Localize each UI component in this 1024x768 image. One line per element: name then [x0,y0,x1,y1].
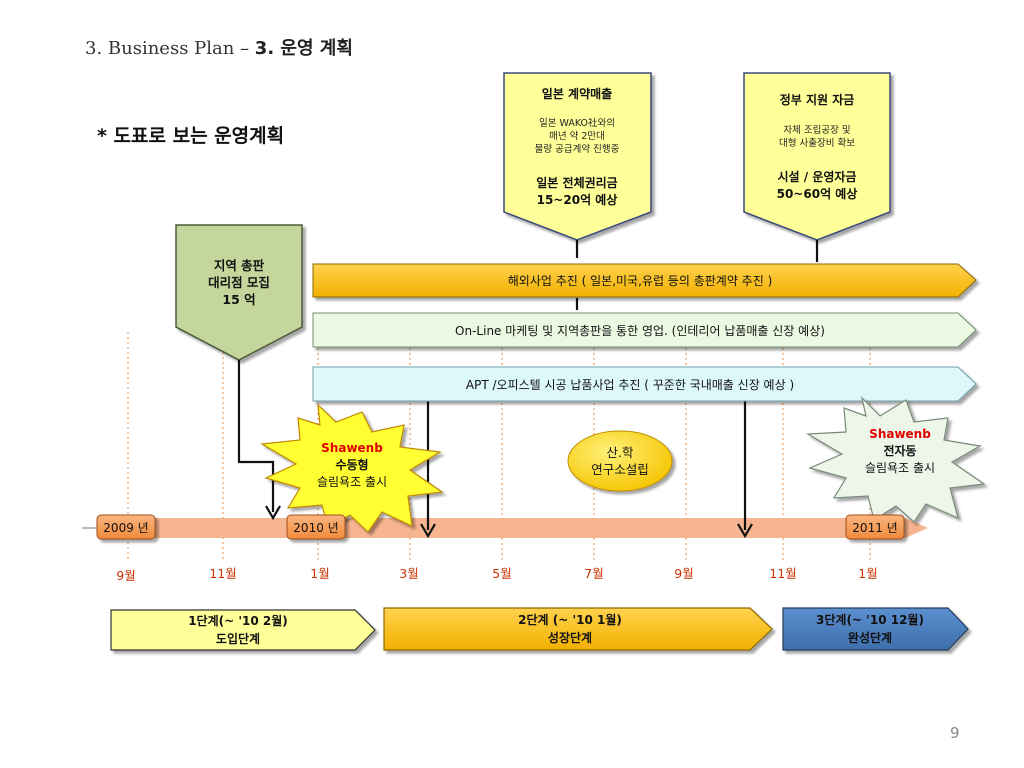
page-title-section: 3. 운영 계획 [254,38,353,59]
burst-manual-line: 수동형 [335,457,368,472]
month-label: 9월 [674,566,693,581]
callout-japan-body: 일본 WAKO社와의 [539,117,615,129]
callout-japan-body: 매년 약 2만대 [549,130,605,142]
month-label: 9월 [116,568,135,583]
callout-local-line: 대리점 모집 [208,275,270,290]
arrow-online [312,312,977,348]
callout-gov-fund [743,72,891,241]
arrowhead-icon [737,523,753,539]
callout-gov-footer: 50~60억 예상 [777,186,858,201]
arrow-overseas-label: 해외사업 추진 ( 일본,미국,유럽 등의 총판계약 추진 ) [508,273,773,288]
lab-line: 산.학 [607,445,634,460]
arrowhead-icon [265,505,281,521]
month-label: 3월 [399,566,418,581]
connector-arrows [237,240,819,530]
arrow-apt [312,366,977,402]
arrow-apt-label: APT /오피스텔 시공 납품사업 추진 ( 꾸준한 국내매출 신장 예상 ) [466,378,794,392]
burst-electric-line: 슬림욕조 출시 [865,461,935,475]
callout-japan-title: 일본 계약매출 [542,86,612,101]
year-label: 2010 년 [293,521,338,535]
year-box-2010 [286,514,346,540]
burst-manual-brand: Shawenb [321,441,383,455]
page-number: 9 [950,724,960,742]
callout-japan-body: 물량 공급계약 진행중 [535,143,620,155]
lab-establishment [567,430,673,492]
month-label: 5월 [492,566,511,581]
stage-1-name: 도입단계 [216,631,260,646]
arrowhead-icon [420,523,436,539]
callout-gov-title: 정부 지원 자금 [780,92,855,107]
page-title: 3. Business Plan – 3. 운영 계획 [85,34,353,60]
arrow-online-label: On-Line 마케팅 및 지역총판을 통한 영업. (인테리어 납품매출 신장… [455,324,825,338]
timeline-bar [82,518,928,538]
year-box-2011 [845,514,905,540]
month-label: 7월 [584,566,603,581]
burst-electric-brand: Shawenb [869,427,931,441]
callout-local-line: 15 억 [222,292,255,307]
burst-electric-launch [805,396,986,523]
stage-3-arrow [782,607,969,651]
stage-1-label: 1단계(~ '10 2월) [188,613,288,628]
stage-2-arrow [383,607,773,651]
burst-manual-line: 슬림욕조 출시 [317,475,387,489]
burst-manual-launch [260,403,444,533]
month-labels: 9월 11월 1월 3월 5월 7월 9월 11월 1월 [116,566,877,583]
year-label: 2009 년 [103,521,148,535]
page-title-prefix: 3. Business Plan – [85,38,255,59]
stage-2-label: 2단계 (~ '10 1월) [518,612,622,627]
stage-1-arrow [110,609,376,651]
connector-local [237,360,275,512]
year-box-2009 [96,514,156,540]
stage-3-name: 완성단계 [848,630,892,645]
callout-gov-footer: 시설 / 운영자금 [778,169,857,184]
month-label: 1월 [310,566,329,581]
arrowheads [265,505,753,539]
year-label: 2011 년 [852,521,897,535]
stage-2-name: 성장단계 [548,630,592,645]
callout-local-distributor [175,224,303,361]
arrow-overseas [312,263,977,298]
month-label: 11월 [209,566,236,581]
lab-line: 연구소설립 [591,462,649,477]
callout-gov-body: 대형 사출장비 확보 [779,137,855,149]
callout-japan-contract [503,72,652,241]
callout-japan-footer: 일본 전체권리금 [536,175,617,190]
callout-japan-footer: 15~20억 예상 [537,192,618,207]
callout-gov-body: 자체 조립공장 및 [783,124,850,136]
diagram-subtitle: * 도표로 보는 운영계획 [97,125,285,147]
month-label: 11월 [769,566,796,581]
callout-local-line: 지역 총판 [214,258,265,273]
burst-electric-line: 전자동 [883,443,916,458]
month-label: 1월 [858,566,877,581]
stage-3-label: 3단계(~ '10 12월) [816,612,924,627]
